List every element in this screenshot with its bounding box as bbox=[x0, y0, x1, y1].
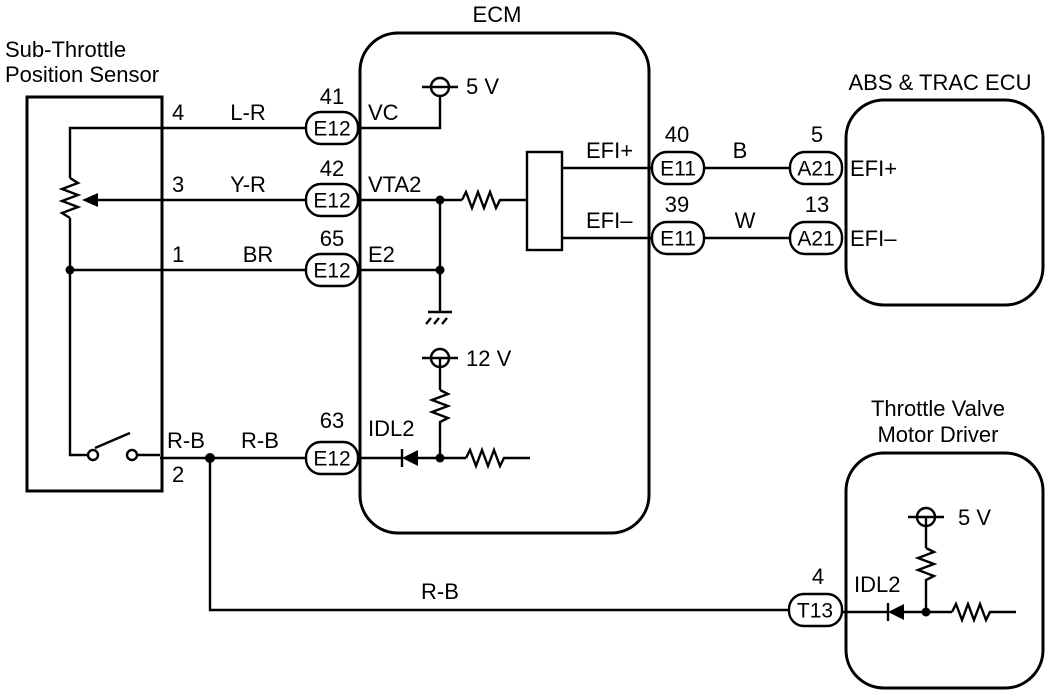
wire-label-w: W bbox=[735, 208, 756, 233]
wire-label-br: BR bbox=[243, 242, 274, 267]
abs-ecu-title: ABS & TRAC ECU bbox=[849, 70, 1032, 95]
ecm-title: ECM bbox=[473, 2, 522, 27]
connector-t13-4: 4 T13 bbox=[787, 564, 844, 628]
supply-12v-ecm: 12 V bbox=[466, 346, 512, 371]
svg-text:42: 42 bbox=[320, 156, 344, 181]
ecm-box bbox=[358, 31, 651, 535]
svg-text:E11: E11 bbox=[660, 228, 696, 251]
motor-driver-title-line2: Motor Driver bbox=[877, 422, 998, 447]
connector-e12-42: 42 E12 bbox=[304, 156, 360, 218]
svg-text:A21: A21 bbox=[797, 228, 834, 251]
wire-label-rb-mid: R-B bbox=[241, 428, 279, 453]
svg-text:E12: E12 bbox=[313, 190, 350, 213]
connector-a21-13: 13 A21 bbox=[788, 192, 844, 256]
connector-e11-40: 40 E11 bbox=[650, 122, 706, 186]
splice-dot bbox=[205, 453, 215, 463]
svg-text:13: 13 bbox=[805, 192, 829, 217]
abs-trac-ecu-box bbox=[844, 98, 1045, 307]
ecm-terminal-efi-plus: EFI+ bbox=[586, 138, 633, 163]
connector-a21-5: 5 A21 bbox=[788, 122, 844, 186]
svg-text:63: 63 bbox=[320, 408, 344, 433]
connector-e12-41: 41 E12 bbox=[304, 84, 360, 146]
ecm-vta2-circuit bbox=[358, 188, 527, 325]
ecm-vc-supply: 5 V bbox=[358, 74, 499, 130]
sensor-pin-1: 1 bbox=[172, 242, 184, 267]
wire-label-lr: L-R bbox=[230, 100, 265, 125]
ecm-terminal-e2: E2 bbox=[368, 242, 395, 267]
wire-label-rb-sensor: R-B bbox=[167, 428, 205, 453]
svg-text:E12: E12 bbox=[313, 118, 350, 141]
svg-text:E11: E11 bbox=[660, 158, 696, 181]
svg-text:4: 4 bbox=[812, 564, 824, 589]
wire-label-rb-bottom: R-B bbox=[421, 579, 459, 604]
supply-5v-ecm: 5 V bbox=[466, 74, 499, 99]
connector-e12-65: 65 E12 bbox=[304, 226, 360, 288]
sensor-title-line1: Sub-Throttle bbox=[5, 37, 126, 62]
motor-terminal-idl2: IDL2 bbox=[854, 572, 900, 597]
wire-label-b: B bbox=[733, 138, 748, 163]
motor-idl2-circuit: 5 V bbox=[842, 505, 1016, 624]
sensor-pin-4: 4 bbox=[172, 100, 184, 125]
connector-e12-63: 63 E12 bbox=[304, 408, 360, 476]
abs-terminal-efi-minus: EFI– bbox=[850, 226, 897, 251]
sensor-pin-3: 3 bbox=[172, 172, 184, 197]
ecm-terminal-vta2: VTA2 bbox=[368, 172, 421, 197]
sensor-title-line2: Position Sensor bbox=[5, 62, 159, 87]
wire-label-yr: Y-R bbox=[230, 172, 266, 197]
svg-text:A21: A21 bbox=[797, 158, 834, 181]
ecm-terminal-idl2: IDL2 bbox=[368, 416, 414, 441]
ecm-idl2-circuit: 12 V bbox=[358, 346, 530, 470]
connector-e11-39: 39 E11 bbox=[650, 192, 706, 256]
ecm-comm-interface: EFI+ EFI– bbox=[525, 138, 652, 252]
svg-text:39: 39 bbox=[665, 192, 689, 217]
ecm-terminal-efi-minus: EFI– bbox=[586, 208, 633, 233]
svg-text:5: 5 bbox=[811, 122, 823, 147]
motor-driver-title-line1: Throttle Valve bbox=[871, 396, 1005, 421]
supply-5v-motor: 5 V bbox=[958, 505, 991, 530]
ecm-terminal-vc: VC bbox=[368, 100, 399, 125]
sensor-pin-2: 2 bbox=[172, 462, 184, 487]
svg-text:E12: E12 bbox=[313, 448, 350, 471]
svg-text:41: 41 bbox=[320, 84, 344, 109]
abs-terminal-efi-plus: EFI+ bbox=[850, 156, 897, 181]
sub-throttle-sensor-box bbox=[25, 95, 164, 493]
svg-text:40: 40 bbox=[665, 122, 689, 147]
throttle-motor-driver-box bbox=[844, 451, 1045, 690]
sensor-potentiometer bbox=[58, 126, 160, 457]
svg-text:E12: E12 bbox=[313, 260, 350, 283]
idle-switch bbox=[86, 431, 160, 462]
svg-text:65: 65 bbox=[320, 226, 344, 251]
wire-rb-motor bbox=[208, 458, 789, 612]
svg-text:T13: T13 bbox=[797, 600, 833, 623]
